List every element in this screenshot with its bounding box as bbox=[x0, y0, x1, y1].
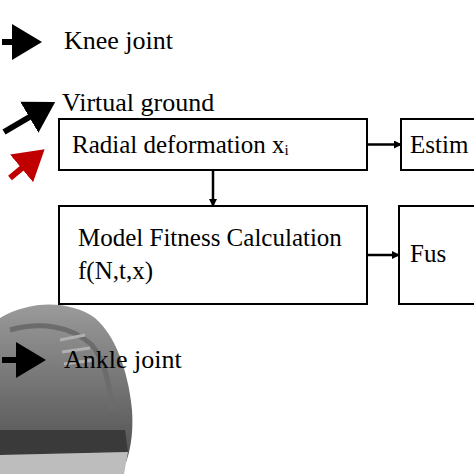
part-label: Ankle joint bbox=[64, 345, 182, 375]
part-label: Knee joint bbox=[64, 26, 173, 56]
process-box: Fus bbox=[398, 205, 474, 305]
flow-arrow bbox=[368, 143, 400, 146]
pointer-arrow bbox=[10, 153, 40, 178]
box-text: Estim bbox=[410, 128, 474, 161]
box-text: Model Fitness Calculation f(N,t,x) bbox=[78, 221, 348, 287]
pointer-arrow bbox=[2, 357, 40, 363]
process-box: Radial deformation xᵢ bbox=[58, 118, 368, 171]
box-text: Fus bbox=[410, 237, 474, 270]
box-text: Radial deformation xᵢ bbox=[72, 128, 354, 161]
part-label: Virtual ground bbox=[62, 88, 214, 118]
shoe-image bbox=[0, 305, 132, 474]
process-box: Estim bbox=[400, 118, 474, 171]
pointer-arrow bbox=[2, 39, 36, 45]
process-box: Model Fitness Calculation f(N,t,x) bbox=[58, 205, 368, 305]
flow-arrow bbox=[368, 254, 398, 257]
pointer-arrow bbox=[4, 105, 50, 132]
flow-arrow bbox=[212, 171, 215, 205]
